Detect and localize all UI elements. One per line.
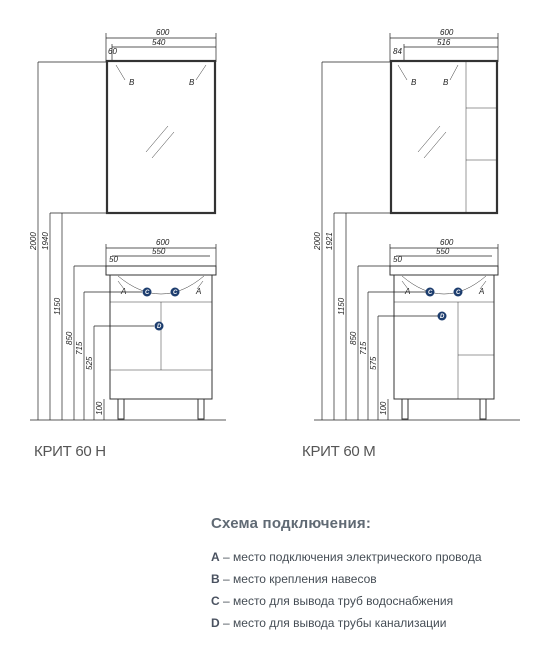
marker-c-left: C: [428, 290, 433, 296]
model-name-right: КРИТ 60 М: [302, 443, 376, 460]
marker-b-right: B: [443, 78, 449, 87]
model-krit-60-m: 600 516 84 B B 600 550 50: [313, 28, 520, 421]
mirror-offset: 84: [393, 47, 402, 56]
marker-a-left: A: [404, 287, 410, 296]
height-525: 525: [85, 356, 94, 370]
legend-item-c: C – место для вывода труб водоснабжения: [211, 594, 453, 608]
marker-d: D: [440, 314, 445, 320]
height-850: 850: [65, 331, 74, 345]
height-total: 2000: [29, 232, 38, 251]
cabinet-width-total: 600: [156, 238, 170, 247]
mirror-width-dimensions: 600 516 84: [389, 28, 499, 62]
mirror-width-inner: 540: [152, 38, 166, 47]
vanity-cabinet: 600 550 50 A A C C D: [105, 238, 217, 420]
height-100: 100: [379, 401, 388, 415]
cabinet-width-inner: 550: [436, 247, 450, 256]
marker-c-right: C: [456, 290, 461, 296]
height-715: 715: [359, 341, 368, 355]
vanity-cabinet: 600 550 50 A A C C D: [389, 238, 499, 420]
marker-a-right: A: [478, 287, 484, 296]
cabinet-top-offset: 50: [109, 255, 118, 264]
height-mirror: 1921: [325, 232, 334, 250]
mirror-offset: 60: [108, 47, 117, 56]
height-715: 715: [75, 341, 84, 355]
height-dimensions: 2000 1921 1150 850 715 575 100: [313, 61, 520, 421]
mirror-cabinet: B B: [389, 59, 499, 215]
legend-text: – место для вывода трубы канализации: [219, 616, 447, 630]
cabinet-width-inner: 550: [152, 247, 166, 256]
legend-key: D: [211, 616, 220, 630]
height-1150: 1150: [337, 297, 346, 315]
marker-c-right: C: [173, 290, 178, 296]
legend-title: Схема подключения:: [211, 515, 372, 532]
marker-d: D: [157, 324, 162, 330]
model-krit-60-h: 600 540 60 B B 600 550 50: [29, 28, 226, 421]
marker-a-right: A: [195, 287, 201, 296]
legend-item-b: B – место крепления навесов: [211, 572, 377, 586]
height-mirror: 1940: [41, 232, 50, 250]
height-1150: 1150: [53, 297, 62, 315]
model-name-left: КРИТ 60 Н: [34, 443, 106, 460]
mirror-width-dimensions: 600 540 60: [105, 28, 217, 62]
cabinet-top-offset: 50: [393, 255, 402, 264]
height-total: 2000: [313, 232, 322, 251]
marker-b-left: B: [129, 78, 135, 87]
legend-key: B: [211, 572, 220, 586]
legend-item-a: A – место подключения электрического про…: [211, 550, 482, 564]
height-dimensions: 2000 1940 1150 850 715 525 100: [29, 61, 226, 421]
marker-a-left: A: [120, 287, 126, 296]
mirror: B B: [105, 59, 217, 215]
mirror-width-inner: 516: [437, 38, 451, 47]
height-850: 850: [349, 331, 358, 345]
mirror-width-total: 600: [440, 28, 454, 37]
mirror-width-total: 600: [156, 28, 170, 37]
legend-item-d: D – место для вывода трубы канализации: [211, 616, 446, 630]
height-575: 575: [369, 356, 378, 370]
legend-key: C: [211, 594, 220, 608]
legend-text: – место для вывода труб водоснабжения: [219, 594, 454, 608]
marker-b-left: B: [411, 78, 417, 87]
legend-key: A: [211, 550, 220, 564]
cabinet-width-total: 600: [440, 238, 454, 247]
legend-text: – место крепления навесов: [219, 572, 377, 586]
height-100: 100: [95, 401, 104, 415]
marker-b-right: B: [189, 78, 195, 87]
marker-c-left: C: [145, 290, 150, 296]
legend-text: – место подключения электрического прово…: [219, 550, 482, 564]
